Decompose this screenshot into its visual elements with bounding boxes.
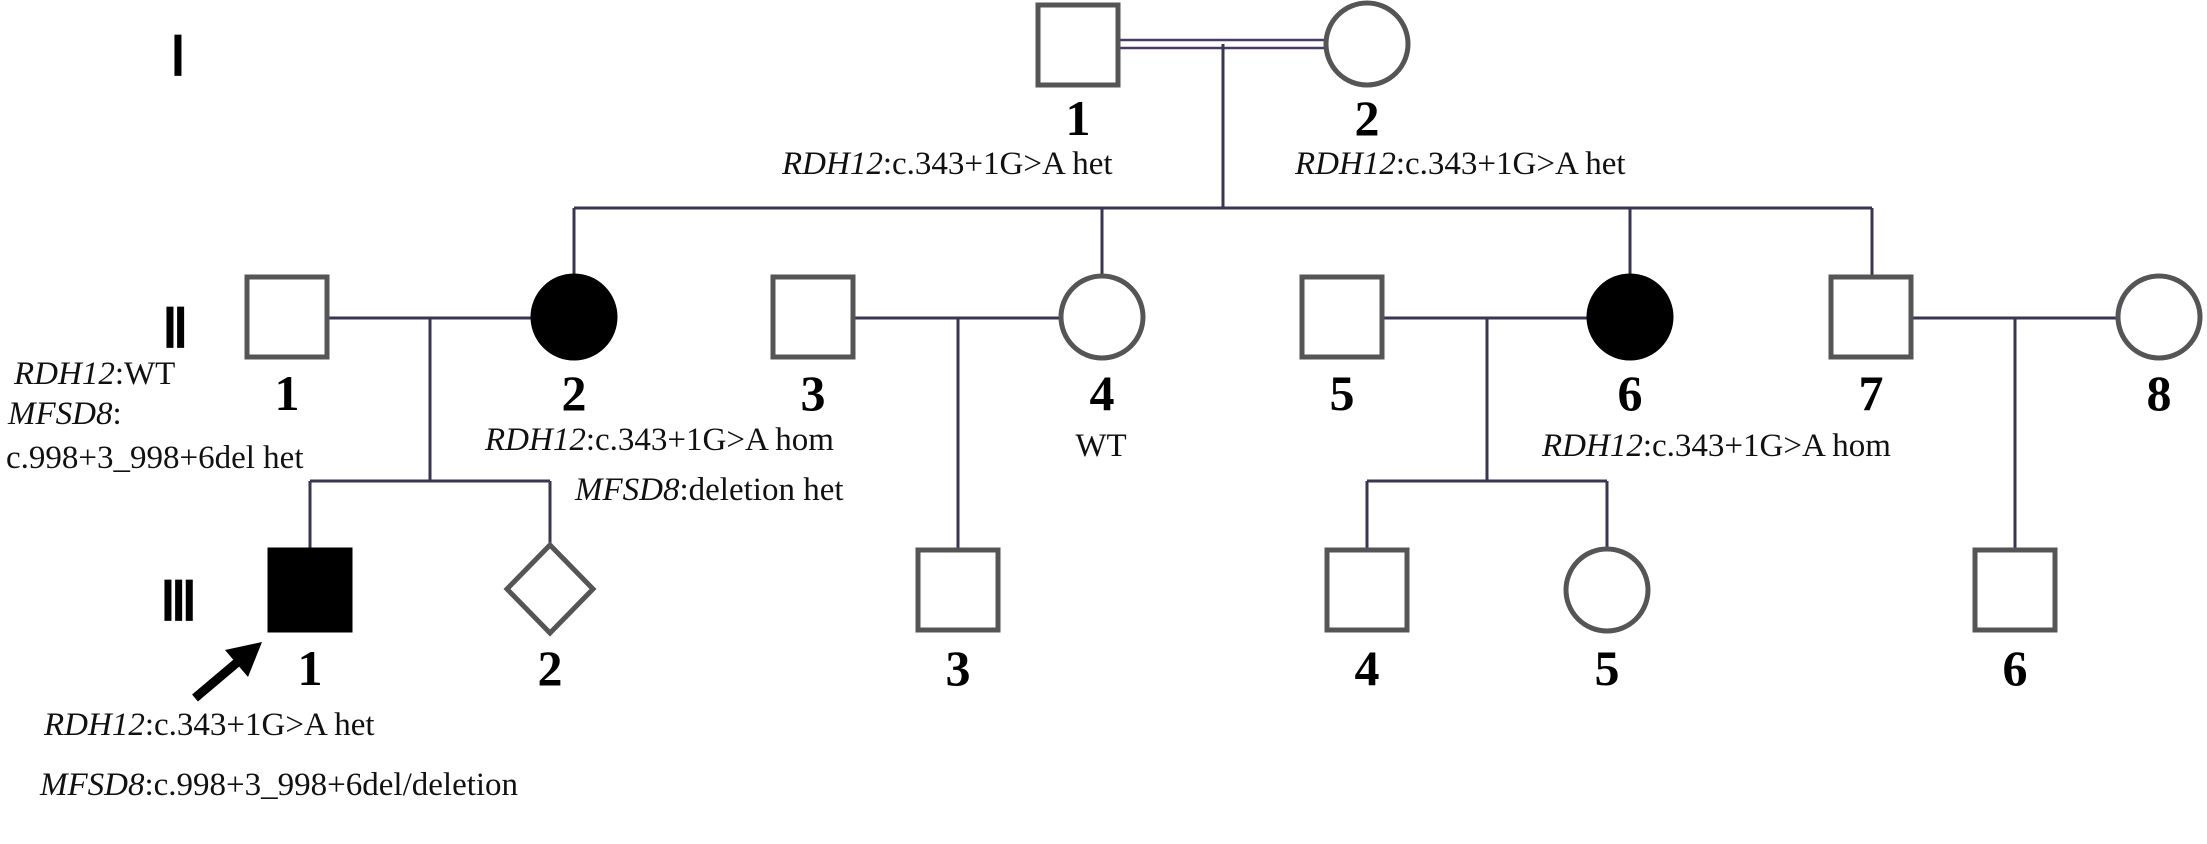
individual-II-2-female-affected: [530, 273, 618, 361]
label-III-3: 3: [946, 640, 971, 696]
label-III-5: 5: [1595, 640, 1620, 696]
label-III-4: 4: [1355, 640, 1380, 696]
label-I-2: 2: [1355, 90, 1380, 146]
genotype-II-1-mfsd8: MFSD8:: [7, 396, 122, 432]
individual-II-1-male: [244, 274, 330, 360]
label-III-2: 2: [538, 640, 563, 696]
label-III-6: 6: [2003, 640, 2028, 696]
individual-III-4-male: [1324, 547, 1410, 633]
generation-label-2: Ⅱ: [162, 299, 189, 359]
individual-III-3-male: [915, 547, 1001, 633]
generation-label-3: Ⅲ: [160, 572, 197, 632]
label-II-2: 2: [562, 365, 587, 421]
genotype-II-2-mfsd8: MFSD8:deletion het: [574, 472, 844, 508]
label-I-1: 1: [1066, 90, 1091, 146]
individual-II-8-female: [2115, 273, 2203, 361]
genotype-I-2: RDH12:c.343+1G>A het: [1294, 146, 1626, 182]
individual-II-5-male: [1299, 274, 1385, 360]
genotype-II-1-rdh12: RDH12:WT: [13, 356, 175, 392]
genotype-II-6: RDH12:c.343+1G>A hom: [1541, 428, 1891, 464]
individual-I-2-female: [1323, 0, 1411, 88]
genotype-III-1-rdh12: RDH12:c.343+1G>A het: [43, 707, 375, 743]
genotype-II-4: WT: [1075, 428, 1126, 464]
label-II-4: 4: [1090, 365, 1115, 421]
proband-arrow-shaft: [192, 656, 243, 702]
individual-II-6-female-affected: [1586, 273, 1674, 361]
label-II-6: 6: [1618, 365, 1643, 421]
genotype-II-2-rdh12: RDH12:c.343+1G>A hom: [484, 422, 834, 458]
label-II-3: 3: [801, 365, 826, 421]
individual-II-4-female: [1058, 273, 1146, 361]
individual-II-7-male: [1828, 274, 1914, 360]
label-II-8: 8: [2147, 365, 2172, 421]
label-III-1: 1: [298, 640, 323, 696]
proband-arrow-icon: [225, 642, 262, 677]
generation-label-1: Ⅰ: [170, 27, 186, 87]
individual-III-5-female: [1563, 546, 1651, 634]
individual-II-3-male: [770, 274, 856, 360]
individual-III-2-unknown-sex: [503, 541, 597, 637]
genotype-I-1: RDH12:c.343+1G>A het: [781, 146, 1113, 182]
label-II-1: 1: [275, 365, 300, 421]
individual-III-6-male: [1972, 547, 2058, 633]
individual-I-1-male: [1035, 2, 1121, 88]
individual-III-1-male-affected-proband: [267, 547, 353, 633]
label-II-7: 7: [1859, 365, 1884, 421]
genotype-III-1-mfsd8: MFSD8:c.998+3_998+6del/deletion: [39, 767, 518, 803]
genotype-II-1-mfsd8-variant: c.998+3_998+6del het: [6, 440, 304, 476]
label-II-5: 5: [1330, 365, 1355, 421]
